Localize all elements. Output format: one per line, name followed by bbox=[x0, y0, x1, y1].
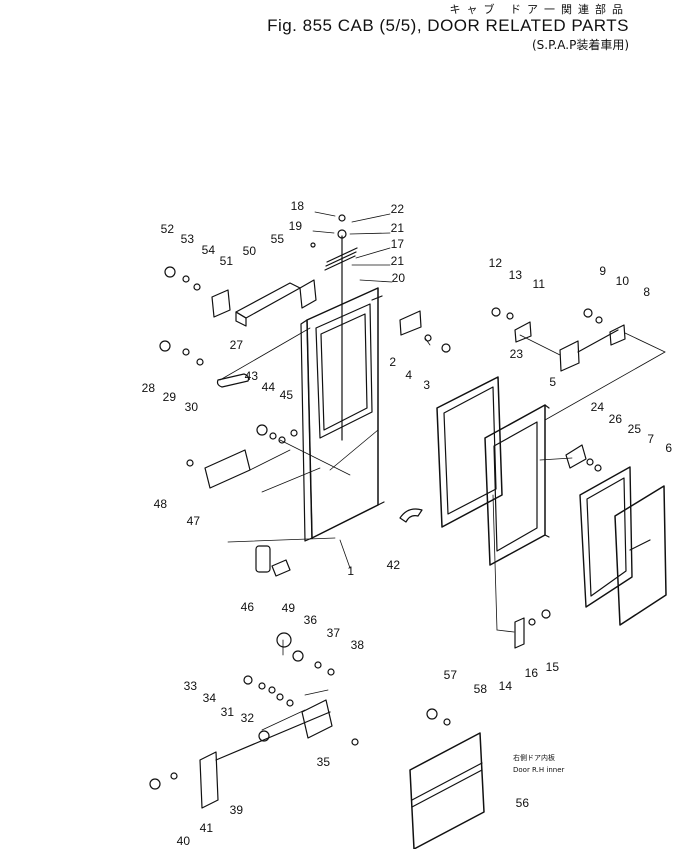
callout-13: 13 bbox=[509, 268, 523, 282]
callout-36: 36 bbox=[304, 613, 318, 627]
callout-37: 37 bbox=[327, 626, 341, 640]
callout-11: 11 bbox=[533, 277, 546, 291]
callout-52: 52 bbox=[161, 222, 175, 236]
hinge-2 bbox=[399, 310, 422, 336]
callout-23: 23 bbox=[510, 347, 524, 361]
figure-subtitle: (S.P.A.P装着車用) bbox=[531, 38, 629, 52]
callout-48: 48 bbox=[154, 497, 168, 511]
callout-12: 12 bbox=[489, 256, 503, 270]
callout-4: 4 bbox=[405, 368, 412, 382]
door-frame-part bbox=[484, 404, 550, 566]
callout-43: 43 bbox=[245, 369, 259, 383]
spring-assembly bbox=[324, 214, 358, 441]
japanese-title: キャブ ドア一関連部品 bbox=[449, 3, 629, 16]
inner-note-en: Door R.H inner bbox=[513, 766, 565, 774]
hinge-bracket-8 bbox=[559, 340, 580, 372]
callout-56: 56 bbox=[516, 796, 530, 810]
bracket-47 bbox=[204, 449, 251, 489]
lock-46 bbox=[255, 545, 291, 577]
callout-38: 38 bbox=[351, 638, 365, 652]
callout-3: 3 bbox=[423, 378, 430, 392]
callout-30: 30 bbox=[185, 400, 199, 414]
callout-54: 54 bbox=[202, 243, 216, 257]
callout-45: 45 bbox=[280, 388, 294, 402]
glass-seal bbox=[579, 466, 633, 608]
callout-24: 24 bbox=[591, 400, 605, 414]
door-panel bbox=[300, 287, 385, 542]
callout-25: 25 bbox=[628, 422, 642, 436]
fasteners bbox=[149, 242, 603, 790]
callout-50: 50 bbox=[243, 244, 257, 258]
lever-39 bbox=[199, 711, 331, 809]
callout-18: 18 bbox=[291, 199, 305, 213]
callout-8: 8 bbox=[643, 285, 650, 299]
hinge-pin-8 bbox=[609, 324, 626, 346]
callout-31: 31 bbox=[221, 705, 235, 719]
callout-57: 57 bbox=[444, 668, 458, 682]
figure-header: キャブ ドア一関連部品 Fig. 855 CAB (5/5), DOOR REL… bbox=[267, 4, 629, 54]
callout-29: 29 bbox=[163, 390, 177, 404]
callout-19: 19 bbox=[289, 219, 303, 233]
callout-44: 44 bbox=[262, 380, 276, 394]
callout-28: 28 bbox=[142, 381, 156, 395]
callout-15: 15 bbox=[546, 660, 560, 674]
figure-title: Fig. 855 CAB (5/5), DOOR RELATED PARTS bbox=[267, 16, 629, 35]
hinge-11 bbox=[514, 321, 532, 343]
callout-21: 21 bbox=[391, 254, 405, 268]
inner-note-jp: 右側ドア内板 bbox=[513, 753, 555, 762]
callout-22: 22 bbox=[391, 202, 405, 216]
callout-1: 1 bbox=[347, 564, 354, 578]
plate-51 bbox=[211, 289, 231, 318]
callout-58: 58 bbox=[474, 682, 488, 696]
callout-9: 9 bbox=[599, 264, 606, 278]
callout-35: 35 bbox=[317, 755, 331, 769]
callout-7: 7 bbox=[647, 432, 654, 446]
callout-17: 17 bbox=[391, 237, 405, 251]
callout-16: 16 bbox=[525, 666, 539, 680]
callout-55: 55 bbox=[271, 232, 285, 246]
callout-33: 33 bbox=[184, 679, 198, 693]
callout-26: 26 bbox=[609, 412, 623, 426]
callout-46: 46 bbox=[241, 600, 255, 614]
callout-53: 53 bbox=[181, 232, 195, 246]
plate-14 bbox=[514, 617, 525, 649]
callout-39: 39 bbox=[230, 803, 244, 817]
callout-27: 27 bbox=[230, 338, 244, 352]
handle-42 bbox=[399, 508, 423, 523]
callout-10: 10 bbox=[616, 274, 630, 288]
latch-35 bbox=[301, 699, 333, 739]
callout-42: 42 bbox=[387, 558, 401, 572]
callout-6: 6 bbox=[665, 441, 672, 455]
door-glass bbox=[436, 376, 503, 528]
callout-41: 41 bbox=[200, 821, 214, 835]
latch-24 bbox=[565, 444, 587, 469]
callout-21: 21 bbox=[391, 221, 405, 235]
stopper-27 bbox=[216, 373, 250, 388]
window-glass bbox=[614, 485, 667, 626]
callout-34: 34 bbox=[203, 691, 217, 705]
callout-51: 51 bbox=[220, 254, 234, 268]
callout-49: 49 bbox=[282, 601, 296, 615]
callout-14: 14 bbox=[499, 679, 513, 693]
inner-panel bbox=[409, 732, 485, 849]
bracket-50 bbox=[235, 279, 317, 327]
callout-32: 32 bbox=[241, 711, 255, 725]
callout-47: 47 bbox=[187, 514, 201, 528]
callout-20: 20 bbox=[392, 271, 406, 285]
callout-2: 2 bbox=[389, 355, 396, 369]
callout-5: 5 bbox=[549, 375, 556, 389]
leader-lines bbox=[219, 211, 666, 731]
callout-40: 40 bbox=[177, 834, 191, 848]
